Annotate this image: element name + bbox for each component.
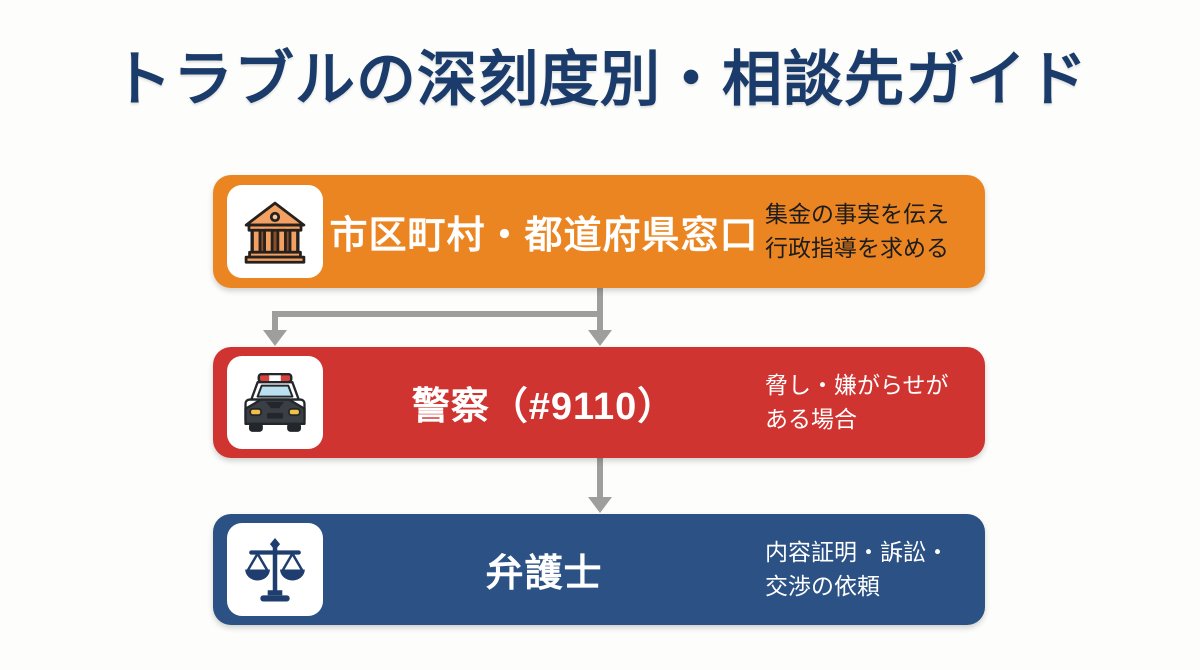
row-police: 警察（#9110） 脅し・嫌がらせが ある場合 (213, 347, 985, 458)
police-icon-box (227, 356, 323, 449)
row-note-line1: 内容証明・訴訟・ (765, 539, 949, 566)
row-note-line2: 行政指導を求める (765, 234, 949, 261)
page-title: トラブルの深刻度別・相談先ガイド (112, 46, 1088, 113)
row-label: 警察（#9110） (411, 386, 677, 428)
row-note: 集金の事実を伝え 行政指導を求める (765, 198, 969, 265)
row-municipal-office: 市区町村・都道府県窓口 集金の事実を伝え 行政指導を求める (213, 175, 985, 288)
lawyer-icon-box (227, 523, 323, 616)
police-car-icon (244, 372, 306, 432)
row-note-line2: 交渉の依頼 (765, 572, 880, 599)
row-note-line1: 集金の事実を伝え (765, 201, 949, 228)
row-note: 脅し・嫌がらせが ある場合 (765, 369, 969, 436)
row-label: 弁護士 (485, 553, 603, 595)
arrow-level1-to-level2 (263, 288, 612, 346)
row-label: 市区町村・都道府県窓口 (329, 215, 759, 257)
row-note-line2: ある場合 (765, 405, 857, 432)
scales-of-justice-icon (245, 537, 305, 601)
arrow-level2-to-level3 (588, 458, 612, 513)
row-note: 内容証明・訴訟・ 交渉の依頼 (765, 536, 969, 603)
row-note-line1: 脅し・嫌がらせが (765, 372, 949, 399)
government-building-icon (244, 201, 306, 264)
row-lawyer: 弁護士 内容証明・訴訟・ 交渉の依頼 (213, 514, 985, 625)
municipal-icon-box (227, 185, 323, 278)
